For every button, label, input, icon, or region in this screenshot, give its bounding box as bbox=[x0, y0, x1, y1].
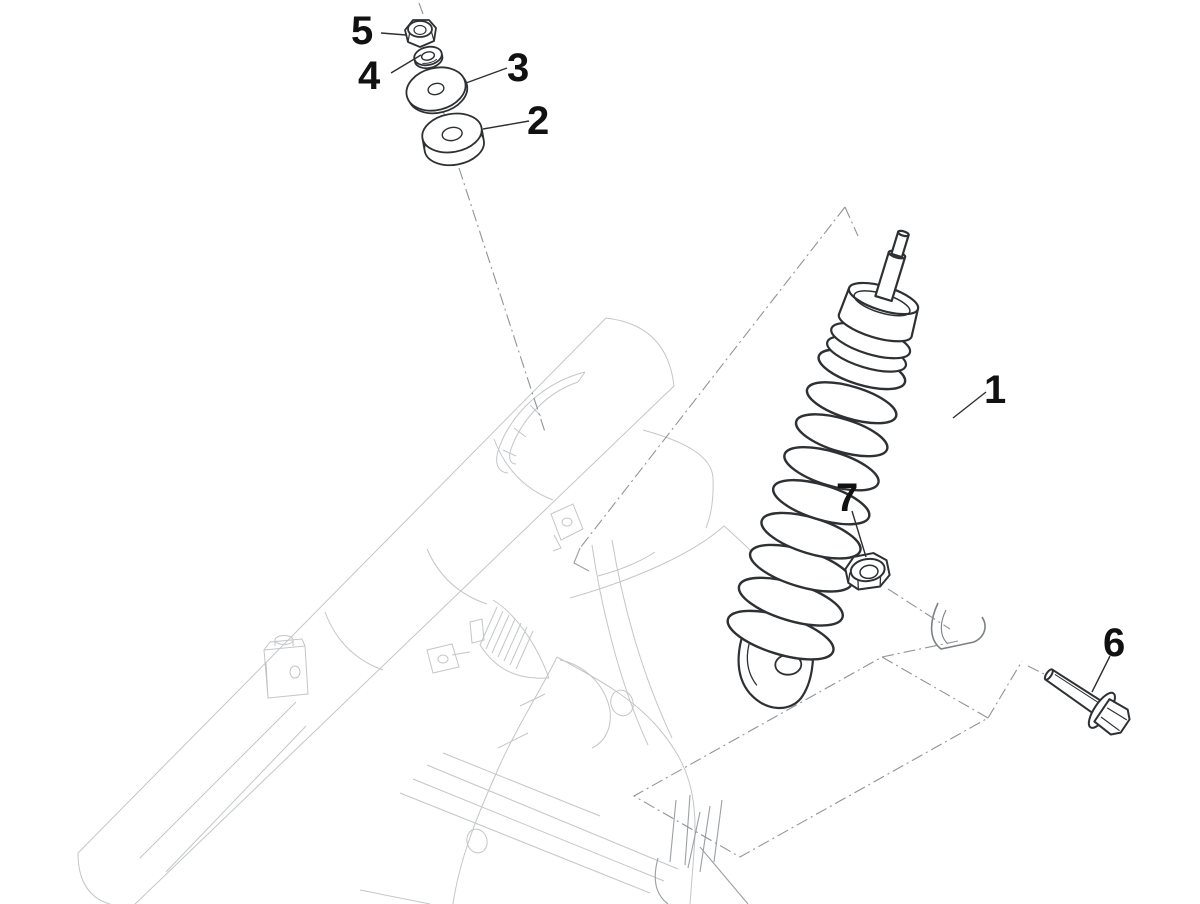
centerline-bolt-axis bbox=[987, 660, 1045, 719]
centerline-top-stack bbox=[458, 167, 546, 433]
callout-label-7[interactable]: 7 bbox=[836, 476, 859, 520]
centerline-top-stack bbox=[418, 2, 424, 15]
part-buffer-bushing bbox=[421, 112, 485, 167]
tube-seam bbox=[426, 548, 488, 605]
leader-3 bbox=[465, 67, 508, 84]
shock-rod bbox=[874, 229, 910, 303]
frame-clip bbox=[509, 381, 579, 465]
bracket-boss-side bbox=[274, 640, 294, 646]
leader-7 bbox=[851, 510, 867, 558]
spring-collar bbox=[826, 321, 912, 373]
swingarm-lines bbox=[687, 799, 749, 904]
leader-4 bbox=[390, 54, 422, 74]
centerline-bracket bbox=[881, 640, 959, 658]
callout-label-6[interactable]: 6 bbox=[1103, 621, 1126, 665]
assembly-centerlines bbox=[418, 2, 1045, 858]
callout-label-1[interactable]: 1 bbox=[984, 368, 1007, 412]
centerline-shock-rod bbox=[844, 206, 859, 237]
engine-bracket bbox=[426, 618, 485, 674]
swingarm-details bbox=[573, 547, 749, 904]
panel-curve bbox=[611, 539, 673, 739]
frame-lines bbox=[139, 701, 431, 904]
engine-bracket-hole bbox=[437, 654, 449, 664]
engine-hole bbox=[610, 689, 634, 717]
projection-parallelogram bbox=[632, 656, 990, 858]
centerline-arrow bbox=[573, 547, 590, 572]
leader-6 bbox=[1091, 655, 1111, 693]
callout-label-5[interactable]: 5 bbox=[351, 9, 374, 53]
part-hex-nut-top bbox=[404, 19, 437, 48]
part-large-washer bbox=[405, 66, 469, 115]
engine-boss bbox=[559, 659, 611, 749]
shock-mount-bracket bbox=[930, 602, 986, 650]
leader-2 bbox=[482, 120, 530, 130]
panel-curve bbox=[591, 544, 649, 746]
shroud-ribs bbox=[479, 606, 534, 670]
frame-clip bbox=[496, 371, 586, 474]
centerline-shock-to-frame bbox=[579, 206, 846, 549]
tube-seam bbox=[324, 611, 384, 671]
frame-bracket-block bbox=[263, 638, 309, 699]
part-shock-absorber bbox=[726, 229, 920, 710]
frame-clip-detail bbox=[502, 371, 586, 457]
tube-seam bbox=[493, 438, 554, 501]
callout-label-3[interactable]: 3 bbox=[507, 46, 530, 90]
scooter-frame-line-art bbox=[77, 317, 799, 904]
engine-case-edge bbox=[452, 656, 558, 904]
frame-tube bbox=[77, 317, 675, 904]
swingarm-lines bbox=[654, 794, 691, 904]
engine-hole bbox=[466, 828, 488, 854]
shroud-edge bbox=[479, 644, 550, 679]
leader-1 bbox=[952, 391, 987, 419]
leader-5 bbox=[380, 32, 407, 36]
bracket-hole bbox=[289, 665, 301, 679]
callout-label-4[interactable]: 4 bbox=[358, 54, 381, 98]
frame-plate bbox=[550, 503, 584, 552]
part-hex-nut-lower bbox=[844, 552, 891, 591]
engine-detail bbox=[497, 693, 546, 749]
coil-spring bbox=[726, 348, 907, 661]
engine-case-edge bbox=[556, 656, 696, 904]
part-flange-bolt bbox=[1043, 668, 1131, 736]
callout-label-2[interactable]: 2 bbox=[527, 99, 550, 143]
panel-curve bbox=[597, 551, 656, 577]
callout-leader-lines bbox=[380, 32, 1111, 693]
centerline-nut-axis bbox=[887, 588, 951, 630]
panel-curve bbox=[642, 429, 714, 529]
frame-plate-hole bbox=[561, 517, 573, 527]
shroud-edge bbox=[492, 599, 550, 679]
exploded-parts bbox=[404, 19, 1131, 736]
engine-ribs bbox=[399, 752, 679, 894]
